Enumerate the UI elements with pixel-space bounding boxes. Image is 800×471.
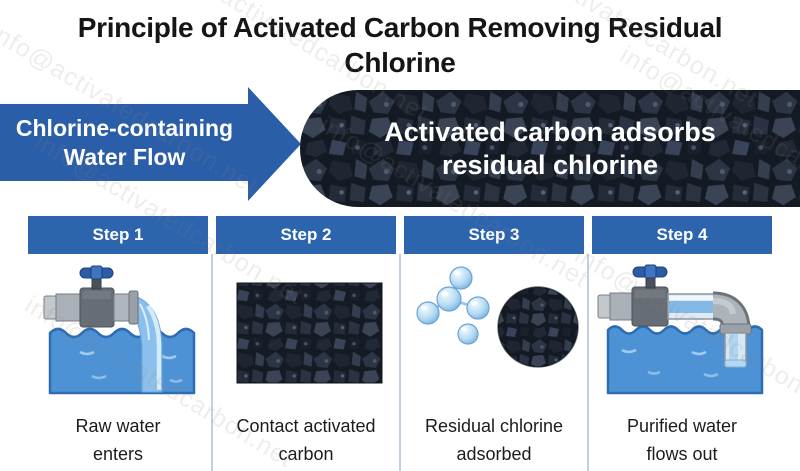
- step-column-2: Step 2: [216, 216, 396, 471]
- arrow-label-line2: Water Flow: [63, 143, 186, 170]
- column-divider: [587, 254, 589, 471]
- capsule-label: Activated carbon adsorbs residual chlori…: [300, 90, 800, 207]
- page-title: Principle of Activated Carbon Removing R…: [0, 10, 800, 80]
- step-1-label: Step 1: [92, 225, 144, 244]
- activated-carbon-capsule: Activated carbon adsorbs residual chlori…: [300, 90, 800, 207]
- pipe-valve-elbow-icon: [597, 264, 752, 368]
- pipe-valve-icon: [43, 265, 139, 328]
- carbon-circle-image: [497, 286, 579, 368]
- step-4-header: Step 4: [592, 216, 772, 254]
- step-3-header: Step 3: [404, 216, 584, 254]
- carbon-granules-image: [236, 282, 383, 384]
- caption-line: Raw water: [75, 416, 161, 436]
- raw-water-illustration: [28, 254, 208, 400]
- purified-water-illustration: [592, 254, 772, 400]
- caption-line: flows out: [646, 444, 718, 464]
- step-column-4: Step 4: [592, 216, 772, 471]
- step-2-caption: Contact activated carbon: [216, 400, 396, 468]
- caption-line: carbon: [278, 444, 334, 464]
- caption-line: Residual chlorine: [424, 416, 564, 436]
- caption-line: Purified water: [626, 416, 738, 436]
- page-title-line2: Chlorine: [344, 47, 456, 78]
- step-3-label: Step 3: [468, 225, 520, 244]
- carbon-texture-image: [300, 90, 800, 207]
- arrow-head-icon: [248, 87, 301, 201]
- water-stream: [126, 295, 163, 393]
- step-1-caption: Raw water enters: [28, 400, 208, 468]
- caption-line: Contact activated: [236, 416, 376, 436]
- arrow-label-line1: Chlorine-containing: [15, 114, 234, 141]
- step-column-1: Step 1: [28, 216, 208, 471]
- chlorine-molecule-icon: [416, 266, 490, 345]
- capsule-label-line2: residual chlorine: [441, 149, 659, 180]
- water-pool: [48, 327, 196, 395]
- step-4-label: Step 4: [656, 225, 708, 244]
- caption-line: adsorbed: [456, 444, 532, 464]
- step-3-caption: Residual chlorine adsorbed: [404, 400, 584, 468]
- step-2-label: Step 2: [280, 225, 332, 244]
- caption-line: enters: [92, 444, 144, 464]
- capsule-label-line1: Activated carbon adsorbs: [384, 116, 716, 147]
- step-column-3: Step 3: [404, 216, 584, 471]
- page-title-line1: Principle of Activated Carbon Removing R…: [77, 12, 723, 43]
- chlorine-adsorption-illustration: [404, 254, 584, 400]
- activated-carbon-illustration: [216, 254, 396, 400]
- step-2-header: Step 2: [216, 216, 396, 254]
- column-divider: [399, 254, 401, 471]
- water-flow-arrow: Chlorine-containing Water Flow: [0, 104, 249, 181]
- step-1-header: Step 1: [28, 216, 208, 254]
- step-4-caption: Purified water flows out: [592, 400, 772, 468]
- column-divider: [211, 254, 213, 471]
